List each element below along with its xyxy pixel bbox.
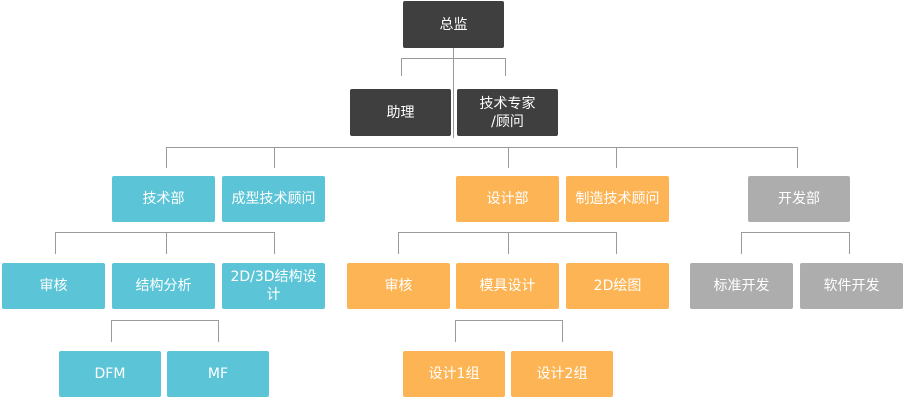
node-dfm: DFM xyxy=(59,351,161,397)
node-forming-tech-advisor: 成型技术顾问 xyxy=(222,176,325,222)
node-design-dept: 设计部 xyxy=(456,176,559,222)
node-design-review: 审核 xyxy=(347,263,450,309)
node-design-group-1: 设计1组 xyxy=(403,351,505,397)
node-tech-expert: 技术专家 /顾问 xyxy=(457,89,558,136)
node-design-group-2: 设计2组 xyxy=(511,351,613,397)
node-structure-design-2d3d: 2D/3D结构设计 xyxy=(222,263,325,309)
node-standard-dev: 标准开发 xyxy=(690,263,793,309)
node-software-dev: 软件开发 xyxy=(800,263,903,309)
node-manufacturing-tech-advisor: 制造技术顾问 xyxy=(566,176,669,222)
node-mf: MF xyxy=(167,351,269,397)
node-assistant: 助理 xyxy=(350,89,451,136)
node-2d-drawing: 2D绘图 xyxy=(566,263,669,309)
node-structure-analysis: 结构分析 xyxy=(112,263,215,309)
node-tech-dept: 技术部 xyxy=(112,176,215,222)
node-mold-design: 模具设计 xyxy=(456,263,559,309)
node-tech-review: 审核 xyxy=(2,263,105,309)
node-dev-dept: 开发部 xyxy=(748,176,850,222)
node-director: 总监 xyxy=(403,1,504,48)
